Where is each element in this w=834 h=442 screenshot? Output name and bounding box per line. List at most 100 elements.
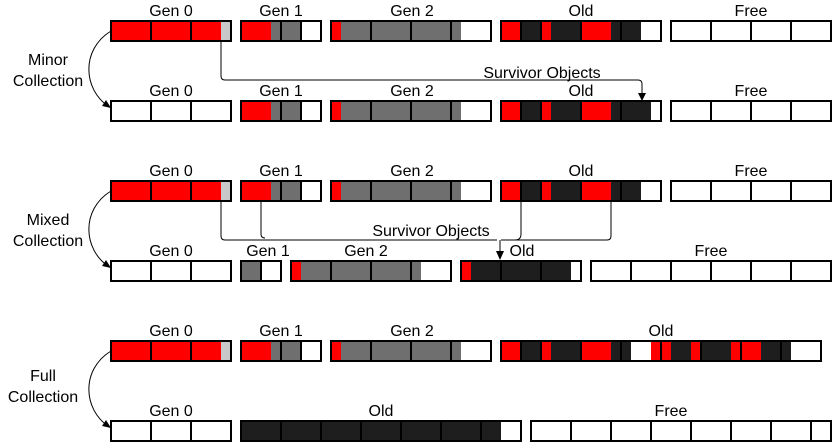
free-region	[530, 420, 832, 442]
free-label: Free	[735, 83, 768, 100]
heap-segment	[651, 101, 661, 121]
mixed-survivor-line	[220, 201, 497, 241]
heap-segment	[611, 101, 651, 121]
region-outline	[670, 20, 832, 42]
heap-segment	[221, 21, 231, 41]
heap-segment	[111, 421, 231, 441]
gen0-label: Gen 0	[149, 3, 193, 20]
old-label: Old	[569, 83, 594, 100]
heap-segment	[271, 341, 281, 361]
heap-segment	[331, 181, 341, 201]
old-region	[500, 100, 662, 122]
heap-segment	[221, 341, 231, 361]
mixed-label-line1: Mixed	[27, 212, 70, 229]
heap-segment	[301, 261, 411, 281]
region-outline	[500, 340, 822, 362]
heap-segment	[761, 341, 771, 361]
heap-segment	[301, 21, 321, 41]
gen0-region	[110, 100, 232, 122]
heap-segment	[521, 101, 541, 121]
survivor-objects-label: Survivor Objects	[483, 65, 600, 82]
heap-segment	[111, 101, 231, 121]
gen0-label: Gen 0	[149, 163, 193, 180]
heap-segment	[411, 261, 421, 281]
region-outline	[530, 420, 832, 442]
gen2-label: Gen 2	[344, 243, 388, 260]
heap-segment	[671, 341, 691, 361]
heap-segment	[461, 101, 491, 121]
heap-segment	[641, 21, 661, 41]
old-label: Old	[510, 243, 535, 260]
old-region	[460, 260, 582, 282]
heap-segment	[301, 101, 321, 121]
heap-segment	[241, 21, 271, 41]
gen2-region	[330, 20, 492, 42]
gen0-label: Gen 0	[149, 83, 193, 100]
region-outline	[330, 100, 492, 122]
heap-segment	[551, 181, 581, 201]
region-outline	[240, 340, 322, 362]
arrow-head	[102, 420, 111, 428]
heap-segment	[331, 101, 341, 121]
heap-segment	[281, 341, 301, 361]
heap-segment	[291, 261, 301, 281]
gen0-region	[110, 260, 232, 282]
free-label: Free	[655, 403, 688, 420]
free-region	[670, 20, 832, 42]
old-label: Old	[369, 403, 394, 420]
heap-segment	[301, 181, 321, 201]
heap-segment	[281, 181, 301, 201]
region-outline	[330, 340, 492, 362]
heap-segment	[341, 341, 451, 361]
region-labels: Gen 0 Gen 1 Gen 2 Old Free Gen 0 Gen 1 G…	[149, 3, 767, 420]
heap-segment	[581, 341, 611, 361]
gen2-label: Gen 2	[390, 163, 434, 180]
mixed-survivor-line	[501, 201, 612, 241]
heap-segment	[501, 341, 521, 361]
heap-segment	[581, 101, 611, 121]
region-outline	[110, 260, 232, 282]
heap-bars	[110, 20, 832, 442]
heap-segment	[581, 181, 611, 201]
free-label: Free	[735, 3, 768, 20]
old-region	[500, 180, 662, 202]
mixed-survivor-line	[501, 201, 522, 241]
region-outline	[500, 20, 662, 42]
heap-segment	[521, 341, 541, 361]
region-outline	[240, 100, 322, 122]
heap-segment	[541, 21, 551, 41]
gen1-label: Gen 1	[246, 243, 290, 260]
gen0-region	[110, 20, 232, 42]
free-label: Free	[735, 163, 768, 180]
mixed-label-line2: Collection	[13, 233, 83, 250]
free-region	[670, 180, 832, 202]
region-outline	[330, 20, 492, 42]
minor-label-line1: Minor	[28, 52, 69, 69]
heap-segment	[421, 261, 451, 281]
heap-segment	[451, 101, 461, 121]
heap-segment	[541, 181, 551, 201]
heap-segment	[731, 341, 761, 361]
mixed-curve-arrow	[88, 190, 112, 267]
heap-segment	[551, 101, 581, 121]
heap-segment	[111, 261, 231, 281]
gen1-label: Gen 1	[259, 3, 303, 20]
heap-segment	[571, 261, 581, 281]
heap-segment	[111, 181, 221, 201]
gen0-label: Gen 0	[149, 403, 193, 420]
heap-segment	[701, 341, 731, 361]
heap-segment	[241, 341, 271, 361]
heap-segment	[221, 181, 231, 201]
gen1-region	[240, 340, 322, 362]
heap-segment	[241, 181, 271, 201]
full-label-line1: Full	[30, 368, 56, 385]
heap-segment	[261, 261, 281, 281]
heap-segment	[111, 21, 221, 41]
heap-segment	[271, 181, 281, 201]
arrow-head	[638, 93, 646, 101]
gen1-region	[240, 20, 322, 42]
full-curve-arrow	[88, 350, 112, 427]
gen2-region	[330, 180, 492, 202]
heap-segment	[501, 421, 521, 441]
